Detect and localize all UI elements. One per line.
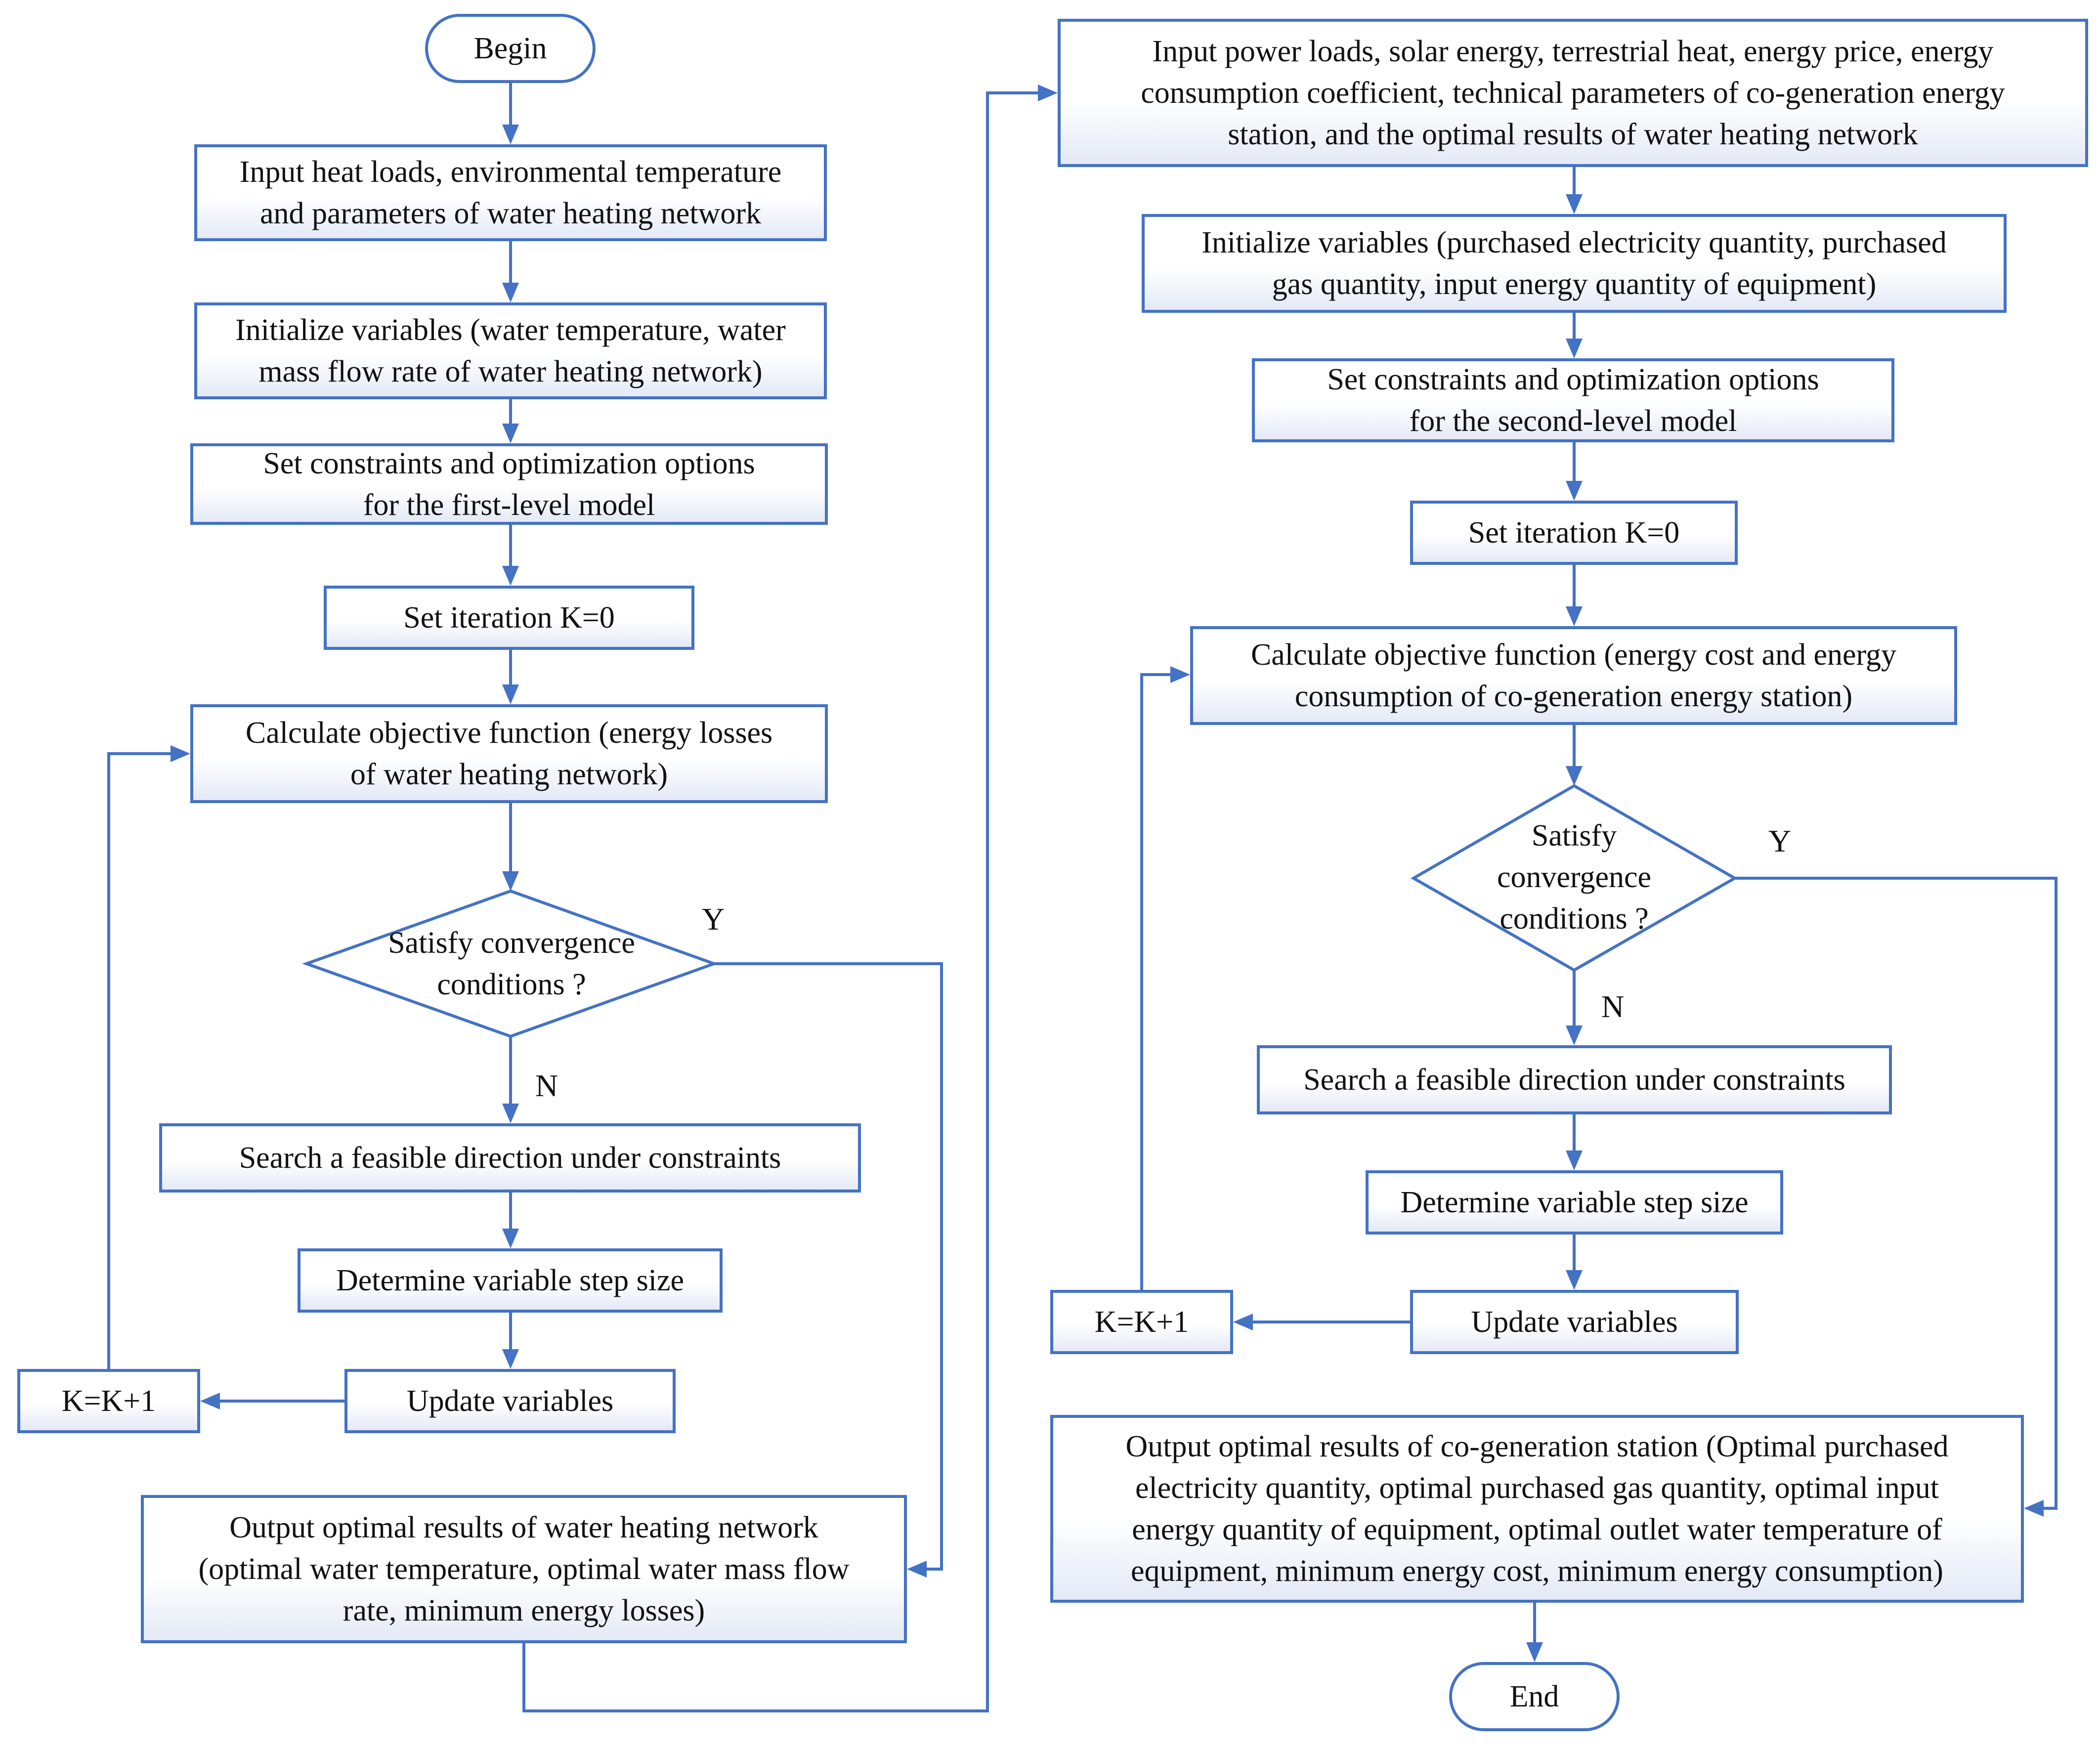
arrow-decision-to-search-head: [502, 1104, 519, 1123]
increment-k-2-box: K=K+1: [1050, 1290, 1233, 1354]
input-heat-loads-box: Input heat loads, environmental temperat…: [194, 144, 827, 241]
end-terminal: End: [1449, 1662, 1620, 1731]
set-constraints-2-box: Set constraints and optimization options…: [1252, 358, 1894, 442]
arrow-update2-to-increment2-head: [1233, 1314, 1253, 1330]
right-no-label: N: [1601, 989, 1625, 1024]
set-iteration-box: Set iteration K=0: [324, 586, 694, 650]
input-power-loads-box: Input power loads, solar energy, terrest…: [1058, 19, 2088, 167]
arrow-increment-loop-back: [107, 752, 171, 1369]
arrow-output2-to-end-head: [1526, 1642, 1543, 1662]
increment-k-box: K=K+1: [17, 1369, 200, 1433]
arrow-update-to-increment-head: [200, 1393, 220, 1409]
update-variables-box: Update variables: [344, 1369, 676, 1433]
arrow-output-to-right-column: [522, 91, 1038, 1712]
arrow-yes-to-output-head: [907, 1561, 927, 1577]
arrow-increment-loop-back-head: [171, 745, 190, 762]
arrow-input2-to-init2-head: [1566, 194, 1583, 214]
arrow-iteration-to-objective-head: [502, 684, 519, 704]
initialize-variables-box: Initialize variables (water temperature,…: [194, 302, 827, 399]
arrow-init-to-constraints-head: [502, 424, 519, 443]
arrow-yes-to-output: [714, 962, 943, 1571]
arrow-yes2-to-output2: [1735, 877, 2057, 1510]
step-size-box: Determine variable step size: [298, 1248, 723, 1313]
left-no-label: N: [535, 1068, 558, 1103]
set-iteration-2-box: Set iteration K=0: [1410, 501, 1738, 565]
arrow-search2-to-step2-head: [1566, 1151, 1583, 1170]
output-cogeneration-results-box: Output optimal results of co-generation …: [1050, 1415, 2024, 1603]
arrow-iteration2-to-objective2-head: [1566, 606, 1583, 626]
output-heating-results-box: Output optimal results of water heating …: [141, 1495, 907, 1643]
arrow-increment2-loop-back: [1140, 673, 1170, 1290]
arrow-objective2-to-decision2-head: [1566, 766, 1583, 786]
objective-function-box: Calculate objective function (energy los…: [190, 704, 828, 803]
arrow-increment2-loop-back-head: [1170, 666, 1190, 683]
initialize-variables-2-box: Initialize variables (purchased electric…: [1142, 214, 2007, 313]
step-size-2-box: Determine variable step size: [1366, 1170, 1783, 1235]
search-direction-box: Search a feasible direction under constr…: [159, 1123, 861, 1193]
right-yes-label: Y: [1768, 823, 1792, 858]
arrow-step2-to-update2-head: [1566, 1270, 1583, 1290]
arrow-search-to-step-head: [502, 1229, 519, 1248]
objective-function-2-box: Calculate objective function (energy cos…: [1190, 626, 1957, 725]
search-direction-2-box: Search a feasible direction under constr…: [1257, 1045, 1892, 1114]
arrow-init2-to-constraints2-head: [1566, 339, 1583, 358]
set-constraints-box: Set constraints and optimization options…: [190, 443, 828, 525]
update-variables-2-box: Update variables: [1410, 1290, 1739, 1354]
arrow-output-to-right-column-head: [1038, 85, 1058, 101]
left-decision-label: Satisfy convergence conditions ?: [388, 926, 635, 1001]
arrow-input-to-init-head: [502, 283, 519, 302]
arrow-objective-to-decision-head: [502, 871, 519, 891]
begin-terminal: Begin: [425, 14, 596, 83]
left-yes-label: Y: [702, 901, 725, 937]
arrow-constraints2-to-iteration2-head: [1566, 481, 1583, 501]
arrow-yes2-to-output2-head: [2024, 1500, 2044, 1517]
arrow-begin-to-input-head: [502, 125, 519, 144]
arrow-step-to-update-head: [502, 1349, 519, 1369]
right-decision-label: Satisfy convergence conditions ?: [1497, 819, 1652, 936]
arrow-constraints-to-iteration-head: [502, 566, 519, 586]
arrow-decision2-to-search2-head: [1566, 1025, 1583, 1045]
